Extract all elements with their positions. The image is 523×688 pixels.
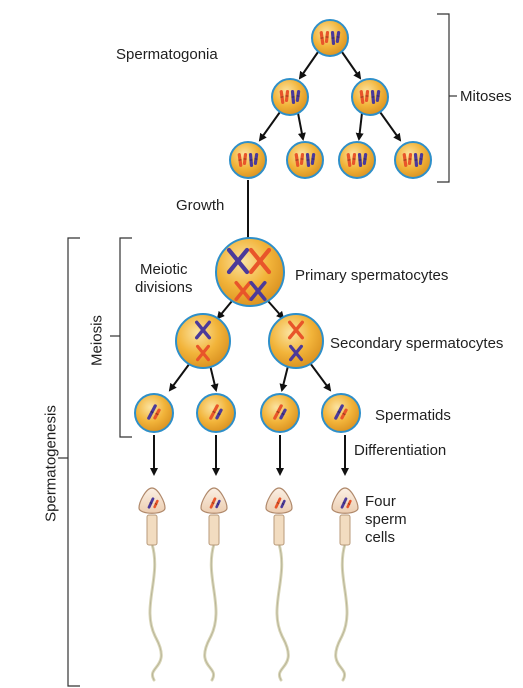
spermatogonium-cell-chromosomes (237, 153, 259, 167)
spermatogonium-cell (311, 19, 349, 57)
spermatogenesis-bracket (67, 237, 80, 687)
spermatogonium-cell (229, 141, 267, 179)
spermatid-cell-membrane (134, 393, 174, 433)
mitoses-label: Mitoses (460, 88, 512, 105)
four-sperm-cells-label-line2: sperm (365, 511, 407, 528)
spermatogonium-cell-chromosomes (402, 153, 424, 167)
sperm-tail (148, 542, 163, 682)
four-sperm-cells-label-line3: cells (365, 529, 396, 546)
mitosis-arrow (355, 112, 364, 141)
secondary-spermatocyte-chromosomes (288, 320, 304, 362)
spermatogonium-cell-chromosomes (279, 90, 301, 104)
spermatogonium-cell-membrane (286, 141, 324, 179)
spermatogonium-cell-membrane (351, 78, 389, 116)
primary-spermatocytes-label: Primary spermatocytes (295, 267, 449, 284)
spermatogonium-cell (394, 141, 432, 179)
sperm-midpiece (339, 514, 351, 546)
spermatid-cell (196, 393, 236, 433)
spermatogenesis-label: Spermatogenesis (42, 405, 60, 522)
growth-label: Growth (176, 197, 225, 214)
differentiation-label: Differentiation (354, 442, 447, 459)
meiotic-divisions-label-line2: divisions (135, 279, 193, 296)
secondary-spermatocyte-cell (268, 313, 324, 369)
primary-spermatocyte-cell (215, 237, 285, 307)
spermatogonium-cell-chromosomes (346, 153, 368, 167)
spermatogonium-cell (271, 78, 309, 116)
spermatogonia-label: Spermatogonia (116, 46, 218, 63)
sperm-midpiece (273, 514, 285, 546)
secondary-spermatocyte-cell-membrane (175, 313, 231, 369)
spermatid-chromosomes (273, 404, 287, 420)
spermatogonium-cell-chromosomes (359, 90, 381, 104)
spermatogonium-cell-membrane (338, 141, 376, 179)
meiotic-divisions-bracket (119, 237, 132, 438)
spermatid-cell (134, 393, 174, 433)
sperm-tail (203, 542, 218, 682)
spermatogonium-cell-chromosomes (294, 153, 316, 167)
meiotic-divisions-label-line1: Meiotic (140, 261, 188, 278)
spermatid-cell-membrane (260, 393, 300, 433)
spermatid-cell-membrane (321, 393, 361, 433)
mitosis-arrow (341, 51, 362, 80)
spermatogonium-cell (286, 141, 324, 179)
spermatogonium-cell-membrane (271, 78, 309, 116)
mitosis-arrow (379, 111, 402, 142)
sperm-cell (331, 487, 359, 682)
meiosis-i-arrow (216, 300, 233, 320)
meiosis-label: Meiosis (88, 315, 106, 366)
sperm-cell (200, 487, 228, 682)
sperm-cell (265, 487, 293, 682)
spermatid-cell-membrane (196, 393, 236, 433)
secondary-spermatocyte-cell-membrane (268, 313, 324, 369)
meiosis-ii-arrow (309, 362, 332, 392)
sperm-tail (334, 542, 349, 682)
mitosis-arrow (258, 111, 281, 142)
secondary-spermatocyte-chromosomes (195, 320, 211, 362)
spermatid-cell (321, 393, 361, 433)
meiosis-ii-arrow (279, 365, 289, 392)
sperm-midpiece (146, 514, 158, 546)
sperm-midpiece (208, 514, 220, 546)
spermatogonium-cell-membrane (394, 141, 432, 179)
meiosis-ii-arrow (168, 362, 191, 392)
mitosis-arrow (297, 112, 306, 141)
spermatids-label: Spermatids (375, 407, 451, 424)
primary-spermatocyte-chromosomes (226, 247, 272, 302)
spermatid-chromosomes (334, 404, 348, 420)
four-sperm-cells-label-line1: Four (365, 493, 396, 510)
meiosis-i-arrow (267, 300, 285, 320)
spermatogonium-cell-membrane (229, 141, 267, 179)
secondary-spermatocytes-label: Secondary spermatocytes (330, 335, 504, 352)
sperm-tail (275, 542, 290, 682)
meiosis-ii-arrow (209, 364, 219, 392)
mitosis-arrow (298, 51, 319, 80)
spermatogonium-cell-chromosomes (319, 31, 341, 45)
secondary-spermatocyte-cell (175, 313, 231, 369)
spermatid-chromosomes (147, 404, 161, 420)
spermatogonium-cell (338, 141, 376, 179)
spermatid-chromosomes (209, 404, 223, 420)
spermatogonium-cell (351, 78, 389, 116)
spermatid-cell (260, 393, 300, 433)
mitoses-bracket (437, 13, 450, 183)
sperm-cell (138, 487, 166, 682)
spermatogonium-cell-membrane (311, 19, 349, 57)
